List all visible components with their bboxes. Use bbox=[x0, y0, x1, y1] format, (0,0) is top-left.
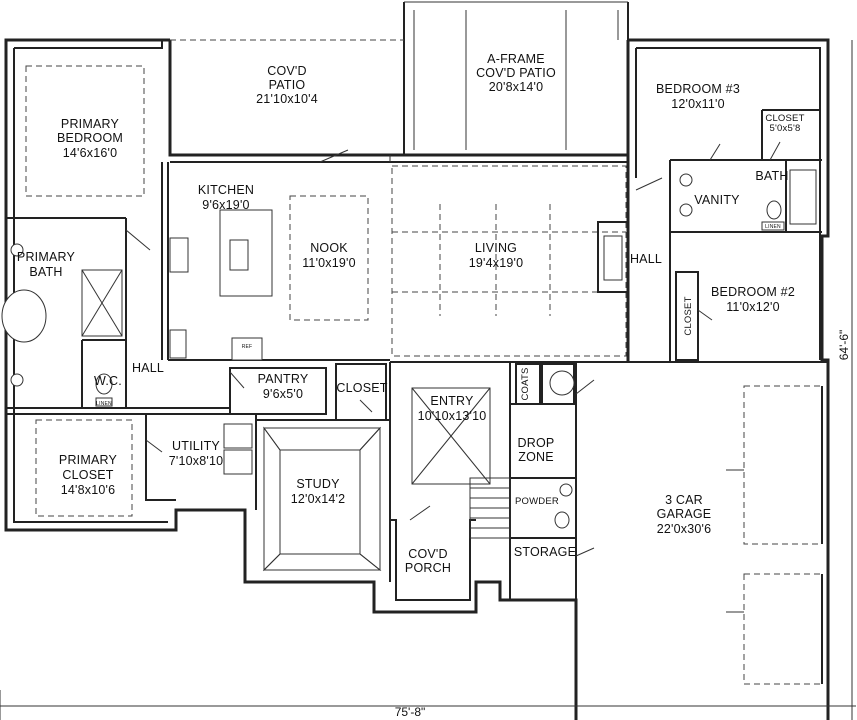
fireplace-icon bbox=[597, 221, 628, 293]
svg-text:ZONE: ZONE bbox=[518, 450, 554, 464]
utility-dims: 7'10x8'10 bbox=[169, 454, 224, 468]
toilet-icon bbox=[554, 511, 570, 529]
sink-icon bbox=[229, 239, 249, 271]
kitchen-label: KITCHEN bbox=[198, 183, 254, 197]
dimension-lines bbox=[0, 40, 856, 720]
covd-patio-label: COV'D bbox=[267, 64, 307, 78]
aframe-patio-label: A-FRAME bbox=[487, 52, 545, 66]
primary-bath-label: PRIMARY bbox=[17, 250, 76, 264]
svg-text:PATIO: PATIO bbox=[269, 78, 306, 92]
covd-porch-label: COV'D bbox=[408, 547, 448, 561]
pantry-label: PANTRY bbox=[258, 372, 309, 386]
dishwasher-icon bbox=[169, 329, 187, 359]
cooktop-icon bbox=[169, 237, 189, 273]
covd-patio-dims: 21'10x10'4 bbox=[256, 92, 318, 106]
stairs bbox=[469, 477, 511, 539]
wc-label: W.C. bbox=[94, 374, 122, 388]
water-heater-icon bbox=[549, 370, 575, 396]
interior-walls bbox=[6, 109, 828, 601]
primary-bedroom-label: PRIMARY bbox=[61, 117, 120, 131]
nook-label: NOOK bbox=[310, 241, 348, 255]
ref-label: REF bbox=[242, 344, 253, 350]
depth-dimension: 64'-6" bbox=[837, 330, 851, 361]
exterior-walls bbox=[4, 1, 830, 720]
powder-label: POWDER bbox=[515, 496, 559, 507]
utility-label: UTILITY bbox=[172, 439, 220, 453]
ceiling-lines bbox=[25, 65, 823, 685]
study-dims: 12'0x14'2 bbox=[291, 492, 346, 506]
toilet-icon bbox=[766, 200, 782, 220]
washer-icon bbox=[223, 423, 253, 449]
sink-icon bbox=[10, 243, 24, 257]
svg-text:PORCH: PORCH bbox=[405, 561, 451, 575]
coats-label: COATS bbox=[520, 367, 531, 400]
closet-b3-label: CLOSET bbox=[765, 113, 804, 124]
closet-b2-label: CLOSET bbox=[683, 296, 694, 335]
bath-label: BATH bbox=[755, 169, 788, 183]
living-dims: 19'4x19'0 bbox=[469, 256, 524, 270]
svg-text:BEDROOM: BEDROOM bbox=[57, 131, 123, 145]
living-label: LIVING bbox=[475, 241, 517, 255]
dryer-icon bbox=[223, 449, 253, 475]
closet-b3-dims: 5'0x5'8 bbox=[770, 123, 801, 134]
study-label: STUDY bbox=[296, 477, 340, 491]
entry-dims: 10'10x13'10 bbox=[418, 409, 487, 423]
sink-icon bbox=[10, 373, 24, 387]
bedroom2-dims: 11'0x12'0 bbox=[726, 300, 780, 314]
toilet-icon bbox=[95, 373, 113, 395]
bedroom3-label: BEDROOM #3 bbox=[656, 82, 740, 96]
sink-icon bbox=[559, 483, 573, 497]
nook-dims: 11'0x19'0 bbox=[302, 256, 356, 270]
sink-icon bbox=[679, 203, 693, 217]
room-labels: COV'D PATIO 21'10x10'4 A-FRAME COV'D PAT… bbox=[17, 52, 804, 575]
closet-mid-label: CLOSET bbox=[336, 381, 387, 395]
hall-left-label: HALL bbox=[132, 361, 164, 375]
storage-label: STORAGE bbox=[514, 545, 576, 559]
svg-text:BATH: BATH bbox=[29, 265, 62, 279]
vanity-label: VANITY bbox=[694, 193, 740, 207]
pantry-dims: 9'6x5'0 bbox=[263, 387, 303, 401]
entry-label: ENTRY bbox=[430, 394, 474, 408]
svg-text:GARAGE: GARAGE bbox=[657, 507, 712, 521]
fixtures bbox=[1, 141, 817, 557]
linen-label-wc: LINEN bbox=[96, 401, 112, 407]
svg-text:COV'D PATIO: COV'D PATIO bbox=[476, 66, 556, 80]
kitchen-dims: 9'6x19'0 bbox=[202, 198, 249, 212]
garage-label: 3 CAR bbox=[665, 493, 703, 507]
primary-closet-dims: 14'8x10'6 bbox=[61, 483, 116, 497]
fixture-labels: LINEN LINEN REF bbox=[96, 224, 781, 407]
bedroom3-dims: 12'0x11'0 bbox=[671, 97, 725, 111]
bedroom2-label: BEDROOM #2 bbox=[711, 285, 795, 299]
svg-text:CLOSET: CLOSET bbox=[62, 468, 113, 482]
drop-zone-label: DROP bbox=[518, 436, 555, 450]
dimension-labels: 75'-8" 64'-6" bbox=[395, 330, 851, 719]
refrigerator-icon bbox=[231, 337, 263, 361]
primary-closet-label: PRIMARY bbox=[59, 453, 118, 467]
bathtub-icon bbox=[1, 289, 47, 343]
aframe-patio-dims: 20'8x14'0 bbox=[489, 80, 544, 94]
sink-icon bbox=[679, 173, 693, 187]
width-dimension: 75'-8" bbox=[395, 705, 426, 719]
linen-label-bath: LINEN bbox=[765, 224, 781, 230]
hall-right-label: HALL bbox=[630, 252, 662, 266]
bathtub-icon bbox=[789, 169, 817, 225]
garage-dims: 22'0x30'6 bbox=[657, 522, 712, 536]
door-swing bbox=[319, 149, 349, 163]
primary-bedroom-dims: 14'6x16'0 bbox=[63, 146, 118, 160]
